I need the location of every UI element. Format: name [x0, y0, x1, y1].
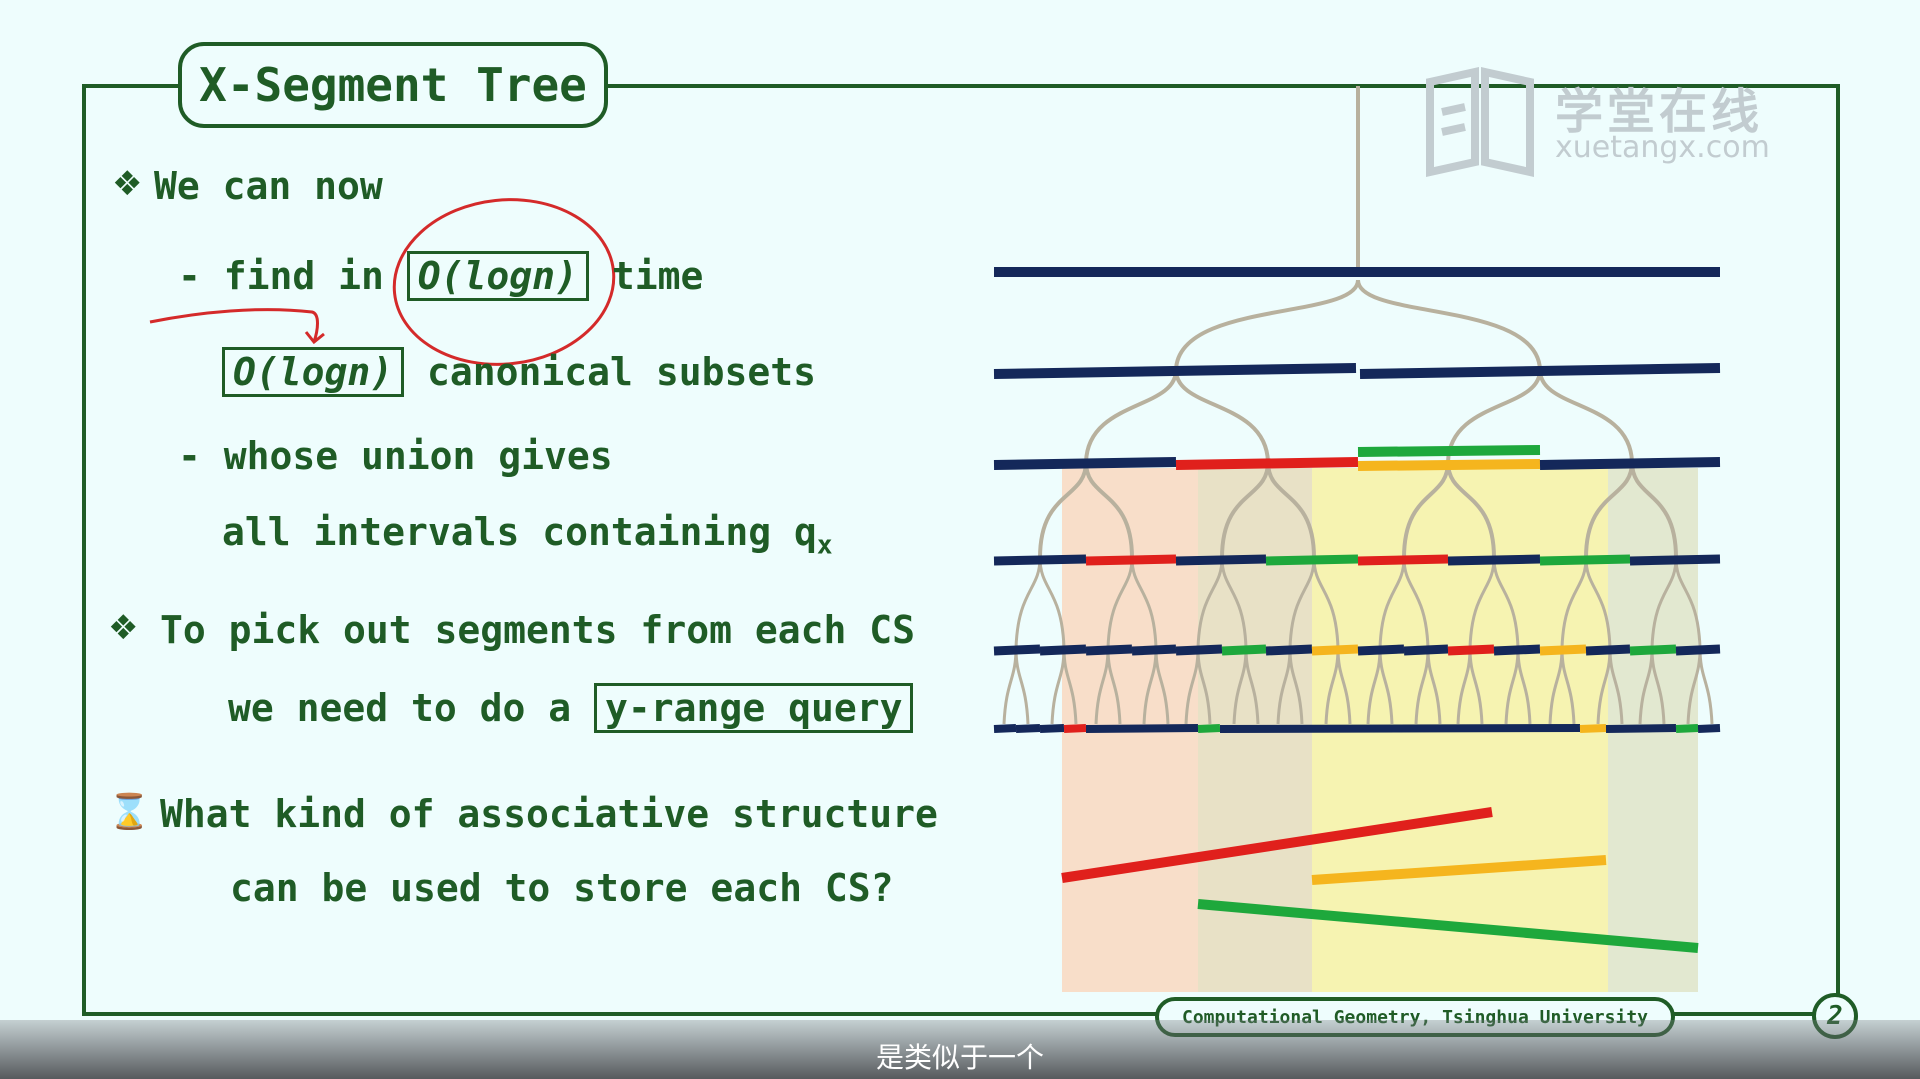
slide-title: X-Segment Tree [178, 42, 608, 128]
level2-seg-4 [1539, 457, 1721, 470]
line-all-intervals-text: all intervals containing q [222, 510, 817, 554]
hourglass-icon: ⌛ [108, 792, 151, 832]
line-find-suffix: time [588, 254, 704, 298]
bullet1-lead: We can now [154, 164, 383, 208]
slide-frame [82, 84, 1840, 1016]
qx-subscript: x [816, 530, 833, 561]
level2-seg-1 [993, 457, 1177, 470]
line-union: - whose union gives [178, 434, 613, 478]
segment-red [1061, 807, 1493, 883]
level1-segment-right [1359, 363, 1721, 379]
level5-segments [993, 724, 1721, 733]
diamond-bullet-icon-2: ❖ [108, 608, 139, 648]
level4-segments [993, 644, 1721, 656]
bullet3-line1: What kind of associative structure [160, 792, 938, 836]
line-all-intervals: all intervals containing qx [222, 510, 832, 561]
diamond-bullet-icon: ❖ [112, 164, 143, 204]
open-book-logo-icon [1426, 67, 1534, 177]
level2-seg-2-red [1175, 457, 1359, 470]
watermark-chinese: 学堂在线 [1555, 84, 1764, 140]
complexity-text: O(logn) [417, 254, 578, 298]
annotation-arrow [149, 308, 325, 345]
xuetangx-watermark: 学堂在线 xuetangx.com [1420, 62, 1820, 182]
annotation-circle [392, 198, 616, 366]
level2-seg-3-green [1357, 445, 1541, 457]
bullet2-line2: we need to do a y-range query [228, 683, 914, 733]
segment-green [1197, 899, 1699, 953]
y-range-query-box: y-range query [594, 683, 914, 733]
complexity-box: O(logn) [406, 251, 589, 301]
line-find-prefix: - find in [178, 254, 407, 298]
video-subtitle-bar [0, 1020, 1920, 1079]
bullet2-line1: To pick out segments from each CS [160, 608, 915, 652]
level3-segments [993, 554, 1721, 566]
line-find: - find in O(logn) time [178, 251, 704, 301]
complexity-text-2: O(logn) [233, 350, 394, 394]
watermark-url: xuetangx.com [1555, 130, 1770, 165]
line-canonical: O(logn) canonical subsets [222, 347, 816, 397]
slide-title-text: X-Segment Tree [199, 58, 587, 112]
complexity-box-2: O(logn) [222, 347, 405, 397]
video-subtitle: 是类似于一个 [875, 1041, 1044, 1074]
tree-branches-lower [1002, 557, 1714, 725]
bullet3-line2: can be used to store each CS? [230, 866, 894, 910]
level2-seg-3-orange [1357, 459, 1541, 471]
tree-branches [1038, 86, 1678, 559]
bullet2-line2-prefix: we need to do a [228, 686, 595, 730]
level1-segment-left [993, 363, 1357, 379]
line-canonical-suffix: canonical subsets [404, 350, 816, 394]
segment-orange [1311, 855, 1607, 885]
